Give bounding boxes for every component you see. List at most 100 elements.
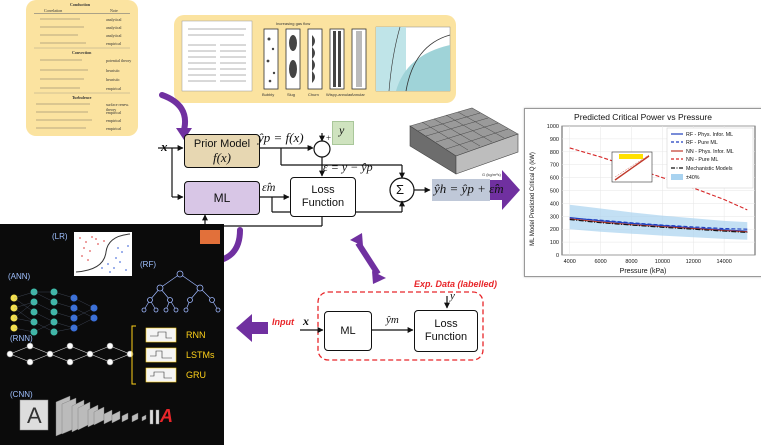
chart-legend: RF - Phys. Infor. ML RF - Pure ML NN - P…	[666, 127, 754, 189]
y-tick-label: 700	[550, 163, 559, 169]
legend-band: ±40%	[686, 175, 700, 181]
x-tick-label: 12000	[686, 259, 701, 265]
y-highlight	[332, 121, 354, 145]
note-6: heuristic	[106, 68, 120, 73]
plus-sign: +	[326, 133, 332, 143]
col-note: Note	[110, 8, 118, 13]
y-tick-label: 200	[550, 227, 559, 233]
regime-wispy: Wispy-annular	[326, 92, 352, 97]
y-tick-label: 600	[550, 176, 559, 182]
cnn-label: (CNN)	[10, 390, 33, 399]
legend-rf-phys: RF - Phys. Infor. ML	[686, 132, 733, 138]
x-tick-label: 8000	[625, 259, 637, 265]
note-9: surface renew. theory	[106, 102, 130, 112]
note-1: analytical	[106, 17, 122, 22]
legend-rf-pure: RF - Pure ML	[686, 140, 718, 146]
loss-label-2: Function	[301, 197, 345, 209]
eps-m-symbol: ε̂m	[262, 180, 276, 194]
legend-nn-pure: NN - Pure ML	[686, 157, 718, 163]
surface-axis-label: G (kg/m²s)	[482, 172, 502, 177]
minus-sign: −	[307, 141, 313, 151]
band-40pct	[569, 204, 748, 240]
ml-models-panel: A (LR) (ANN) (RF) (RNN) (CNN) RNN LSTMs …	[0, 224, 224, 445]
inset-diagonal	[614, 155, 650, 181]
dashed-flow-frame	[317, 291, 484, 361]
note-3: analytical	[106, 33, 122, 38]
yh-highlight	[432, 179, 490, 201]
legend-nn-phys: NN - Phys. Infor. ML	[686, 149, 734, 155]
note-4: empirical	[106, 41, 122, 46]
surface-plot: G (kg/m²s)	[409, 107, 519, 177]
prior-model-box[interactable]: Prior Model f(x)	[184, 134, 260, 168]
lstm-item: LSTMs	[186, 350, 215, 360]
y-tick-label: 0	[556, 253, 559, 259]
input-label: Input	[272, 317, 294, 327]
ml-models-graphics: A	[6, 230, 221, 437]
loss-function-box[interactable]: Loss Function	[290, 177, 356, 217]
y-tick-label: 300	[550, 214, 559, 220]
flow-ml-box[interactable]: ML	[324, 311, 372, 351]
lr-label: (LR)	[52, 232, 68, 241]
regime-annular: Annular	[351, 92, 365, 97]
note-5: potential theory	[106, 58, 132, 63]
x-tick-label: 10000	[655, 259, 670, 265]
note-10: empirical	[106, 110, 122, 115]
flow-loss-label-2: Function	[424, 331, 468, 343]
prior-model-label: Prior Model	[193, 138, 251, 150]
sum-symbol: Σ	[396, 182, 405, 197]
yp-equation: ŷp = f(x)	[258, 130, 304, 145]
series-line-2	[569, 218, 748, 233]
chart-title: Predicted Critical Power vs Pressure	[574, 112, 712, 122]
section-conduction: Conduction	[70, 2, 91, 7]
ml-box-label: ML	[213, 191, 231, 205]
y-tick-label: 1000	[547, 124, 559, 130]
note-7: heuristic	[106, 77, 120, 82]
cnn-output-letter: A	[160, 406, 173, 426]
flow-y-symbol: y	[450, 290, 455, 302]
rnn-item: RNN	[186, 330, 206, 340]
ml-box[interactable]: ML	[184, 181, 260, 215]
x-tick-label: 6000	[594, 259, 606, 265]
rf-label: (RF)	[140, 260, 156, 269]
regime-churn: Churn	[308, 92, 319, 97]
chart-ylabel: ML Model Predicted Critical Q (kW)	[530, 152, 536, 246]
flow-regime-panel: Increasing gas flow Bubbly Slug Churn Wi…	[174, 15, 456, 103]
section-convection: Convection	[72, 50, 92, 55]
exp-data-label: Exp. Data (labelled)	[414, 279, 498, 289]
chart-svg: Predicted Critical Power vs Pressure Pre…	[530, 112, 756, 275]
flow-regime-graphics	[181, 20, 451, 92]
series-line-3	[569, 147, 748, 211]
series-line-4	[569, 218, 748, 233]
col-correlation: Correlation	[44, 8, 63, 13]
flow-regime-title: Increasing gas flow	[276, 21, 311, 26]
formula-scribbles	[34, 18, 130, 129]
regime-bubbly: Bubbly	[262, 92, 275, 97]
regime-slug: Slug	[287, 92, 296, 97]
series-line-1	[569, 217, 748, 230]
flow-ml-label: ML	[340, 325, 356, 337]
loss-label-1: Loss	[311, 184, 335, 196]
legend-mechanistic: Mechanistic Models	[686, 166, 733, 172]
note-8: empirical	[106, 86, 122, 91]
gru-item: GRU	[186, 370, 206, 380]
svg-text:A: A	[27, 403, 42, 428]
flow-loss-label-1: Loss	[434, 318, 458, 330]
y-tick-label: 800	[550, 150, 559, 156]
inset-title-bar	[619, 154, 643, 159]
flow-loss-box[interactable]: Loss Function	[414, 310, 478, 352]
x-tick-label: 4000	[564, 259, 576, 265]
x-symbol: x	[161, 139, 168, 154]
note-2: analytical	[106, 25, 122, 30]
y-tick-label: 400	[550, 201, 559, 207]
chart-panel: Predicted Critical Power vs Pressure Pre…	[524, 108, 761, 277]
ann-label: (ANN)	[8, 272, 31, 281]
prior-model-formula: f(x)	[212, 150, 232, 165]
rnn-label: (RNN)	[10, 334, 33, 343]
y-tick-label: 100	[550, 240, 559, 246]
yh-equation: ŷh = ŷp + ε̂m	[434, 181, 504, 196]
note-11: empirical	[106, 118, 122, 123]
x-tick-label: 14000	[716, 259, 731, 265]
y-tick-label: 500	[550, 189, 559, 195]
chart-xlabel: Pressure (kPa)	[620, 268, 667, 275]
epsilon-equation: ε = y − ŷp	[323, 160, 373, 174]
